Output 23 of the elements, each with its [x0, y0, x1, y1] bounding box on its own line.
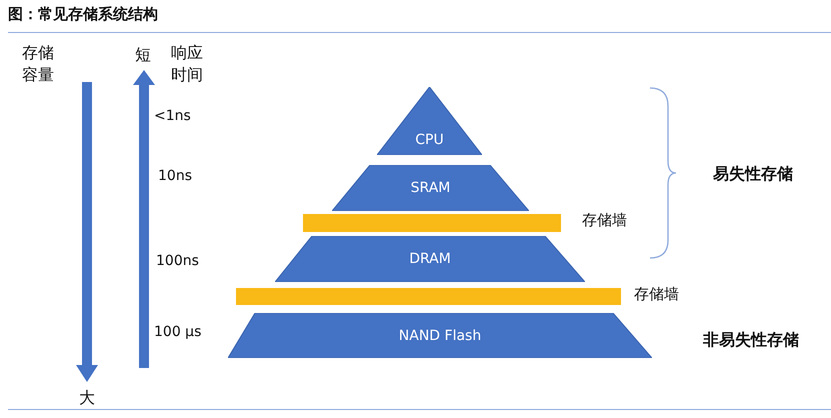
tier-label: SRAM	[410, 179, 452, 197]
latency-label: 100 μs	[154, 324, 202, 342]
category-label: 非易失性存储	[703, 330, 799, 350]
title: 图：常见存储系统结构	[8, 5, 158, 24]
scale-end-label: 大	[79, 388, 95, 408]
pyramid-tier	[275, 236, 585, 282]
wall-bar	[303, 214, 561, 232]
scale-end-label: 短	[135, 45, 151, 65]
tier-label: CPU	[414, 131, 445, 149]
pyramid-tier	[228, 313, 652, 358]
tier-label: NAND Flash	[398, 327, 482, 345]
wall-bar	[236, 288, 621, 305]
category-label: 易失性存储	[713, 164, 793, 184]
wall-label: 存储墙	[634, 285, 679, 304]
wall-label: 存储墙	[582, 211, 627, 230]
pyramid-tier	[377, 87, 482, 155]
tier-label: DRAM	[408, 250, 452, 268]
axis-label: 存储容量	[22, 42, 55, 86]
pyramid-tier	[332, 165, 529, 211]
latency-label: 10ns	[158, 168, 192, 186]
latency-label: <1ns	[154, 108, 191, 126]
axis-label: 响应时间	[171, 42, 204, 86]
latency-label: 100ns	[156, 253, 199, 270]
